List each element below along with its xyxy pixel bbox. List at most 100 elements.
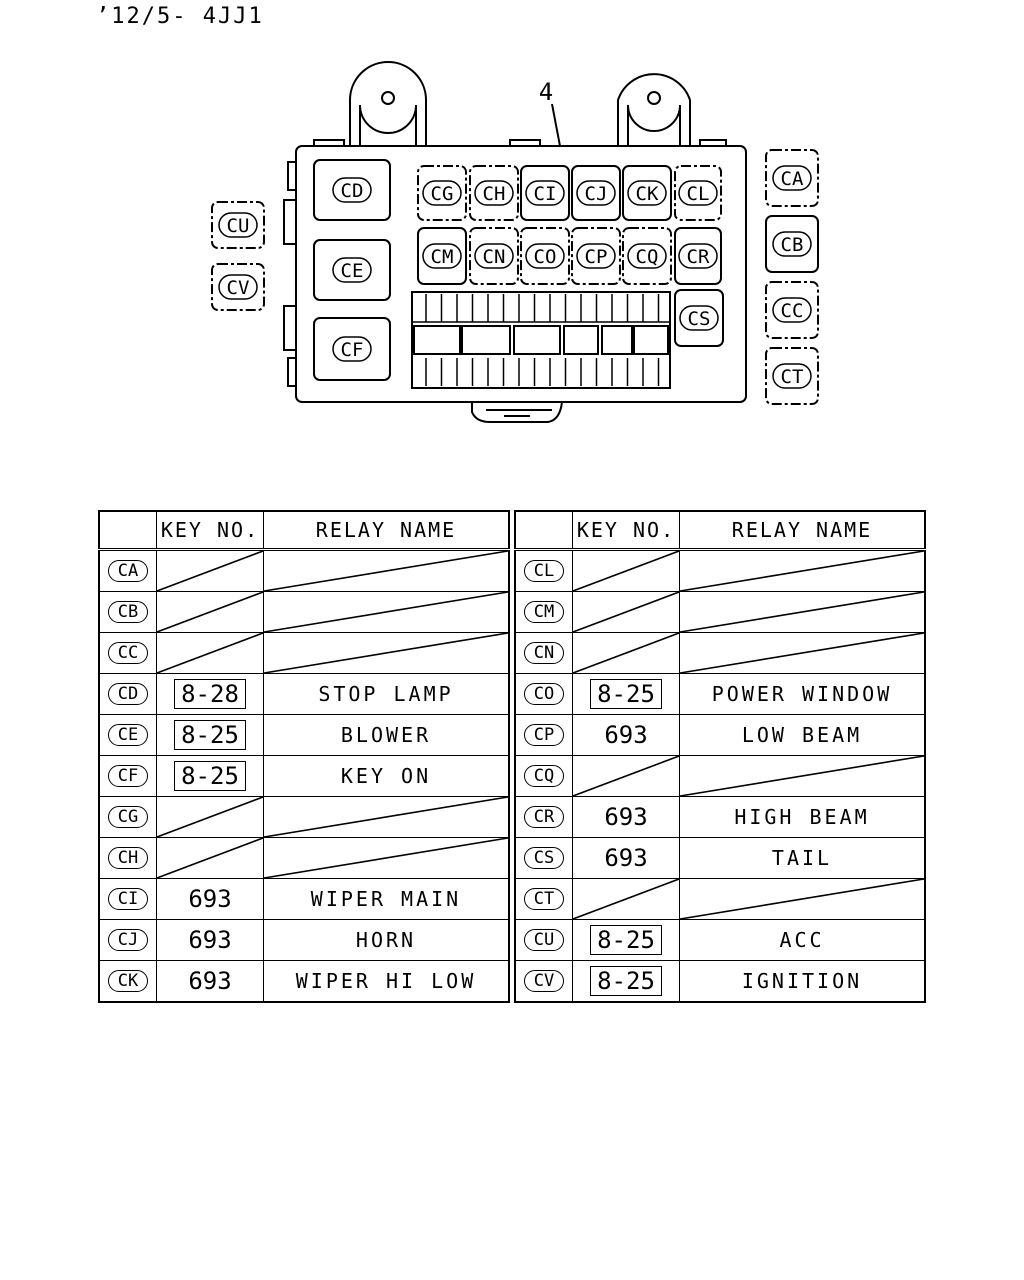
relay-code-cell: CD: [98, 673, 157, 715]
relay-code-cell: CF: [98, 755, 157, 797]
relay-code-badge: CC: [108, 642, 148, 664]
relay-code-badge: CJ: [108, 929, 148, 951]
relay-code-cell: CJ: [98, 919, 157, 961]
relay-code-cell: CE: [98, 714, 157, 756]
relay-name-cell: LOW BEAM: [679, 714, 926, 756]
diagonal-slash: [680, 633, 924, 673]
relay-slot-cp: CP: [571, 227, 621, 285]
relay-label-badge: [627, 243, 667, 269]
code-header-cell: [98, 510, 157, 551]
key-no-boxed: 8-25: [174, 720, 246, 750]
relay-code-cell: CS: [514, 837, 573, 879]
relay-label-text: CR: [687, 246, 710, 268]
relay-label-badge: [422, 243, 462, 269]
relay-label-text: CC: [781, 300, 804, 322]
relay-code-badge: CH: [108, 847, 148, 869]
relay-code-badge: CV: [524, 970, 564, 992]
empty-diagonal-cell: [263, 549, 510, 592]
relay-code-cell: CV: [514, 960, 573, 1003]
relay-code-badge: CQ: [524, 765, 564, 787]
table-row: CM: [514, 591, 926, 633]
table-row: CT: [514, 878, 926, 920]
relay-slot-outline: [211, 263, 265, 311]
relay-slot-ci: CI: [520, 165, 570, 221]
key-no-header: KEY NO.: [156, 510, 264, 551]
relay-name-cell: HIGH BEAM: [679, 796, 926, 838]
empty-diagonal-cell: [263, 796, 510, 838]
relay-label-text: CB: [781, 234, 804, 256]
relay-slot-cb: CB: [765, 215, 819, 273]
relay-code-cell: CI: [98, 878, 157, 920]
relay-label-text: CK: [636, 183, 659, 205]
relay-slot-cl: CL: [674, 165, 722, 221]
key-no-boxed: 8-25: [590, 679, 662, 709]
relay-slot-cj: CJ: [571, 165, 621, 221]
diagonal-slash: [157, 797, 263, 837]
relay-code-badge: CD: [108, 683, 148, 705]
relay-label-badge: [627, 180, 667, 206]
relay-slot-cn: CN: [469, 227, 519, 285]
diagonal-slash: [264, 633, 508, 673]
relay-slot-cd: CD: [313, 159, 391, 221]
key-no-header: KEY NO.: [572, 510, 680, 551]
key-no-cell: 693: [572, 796, 680, 838]
relay-label-badge: [332, 257, 372, 283]
key-no-cell: 693: [156, 919, 264, 961]
diagonal-slash: [680, 879, 924, 919]
relay-label-text: CI: [534, 183, 557, 205]
table-row: CG: [98, 796, 510, 838]
relay-label-text: CG: [431, 183, 454, 205]
relay-slot-ca: CA: [765, 149, 819, 207]
relay-slot-outline: [313, 239, 391, 301]
empty-diagonal-cell: [679, 755, 926, 797]
key-no-value: 693: [604, 721, 648, 749]
empty-diagonal-cell: [263, 837, 510, 879]
diagonal-slash: [157, 551, 263, 591]
diagonal-slash: [680, 592, 924, 632]
key-no-cell: 8-25: [572, 960, 680, 1003]
relay-code-cell: CC: [98, 632, 157, 674]
relay-code-cell: CP: [514, 714, 573, 756]
diagonal-slash: [680, 551, 924, 591]
relay-slot-ce: CE: [313, 239, 391, 301]
callout-number: 4: [539, 78, 553, 106]
relay-slot-cs: CS: [674, 289, 724, 347]
relay-code-badge: CT: [524, 888, 564, 910]
relay-label-text: CE: [341, 260, 364, 282]
key-no-cell: 8-28: [156, 673, 264, 715]
empty-diagonal-cell: [156, 837, 264, 879]
relay-slot-outline: [313, 159, 391, 221]
relay-slot-cg: CG: [417, 165, 467, 221]
relay-label-text: CU: [227, 215, 250, 237]
relay-code-badge: CA: [108, 560, 148, 582]
empty-diagonal-cell: [572, 632, 680, 674]
relay-slot-cf: CF: [313, 317, 391, 381]
relay-code-badge: CS: [524, 847, 564, 869]
relay-label-text: CD: [341, 180, 364, 202]
relay-label-badge: [576, 180, 616, 206]
relay-name-cell: WIPER HI LOW: [263, 960, 510, 1003]
relay-code-cell: CU: [514, 919, 573, 961]
relay-label-text: CJ: [585, 183, 608, 205]
relay-slot-cu: CU: [211, 201, 265, 249]
key-no-boxed: 8-25: [174, 761, 246, 791]
relay-label-badge: [678, 243, 718, 269]
key-no-cell: 693: [156, 878, 264, 920]
key-no-boxed: 8-28: [174, 679, 246, 709]
table-row: CD 8-28 STOP LAMP: [98, 673, 510, 715]
relay-slot-co: CO: [520, 227, 570, 285]
diagonal-slash: [157, 633, 263, 673]
relay-code-cell: CM: [514, 591, 573, 633]
diagonal-slash: [573, 879, 679, 919]
relay-code-badge: CO: [524, 683, 564, 705]
relay-label-badge: [772, 165, 812, 191]
relay-code-cell: CN: [514, 632, 573, 674]
relay-name-cell: STOP LAMP: [263, 673, 510, 715]
relay-label-badge: [218, 274, 258, 300]
relay-slot-outline: [765, 281, 819, 339]
empty-diagonal-cell: [156, 796, 264, 838]
